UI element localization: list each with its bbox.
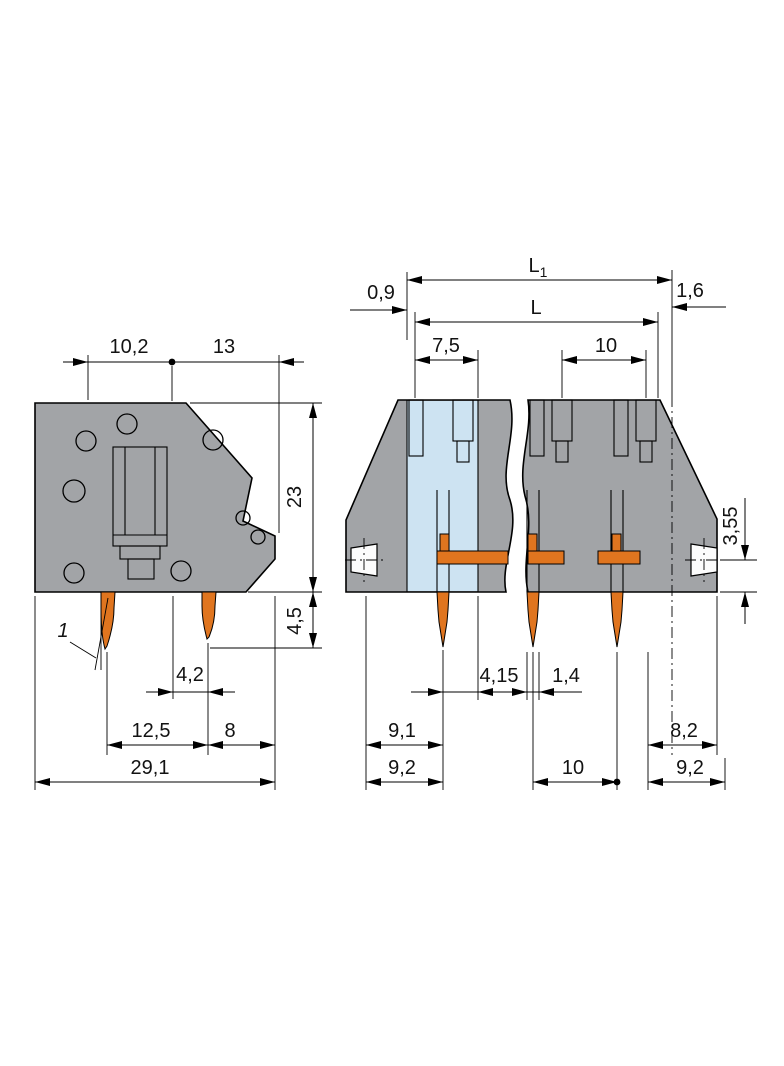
clamp-block [127, 558, 155, 580]
wire-entry [639, 440, 653, 463]
dim-label-13: 13 [213, 336, 235, 358]
dim-pin-length-4-5: 4,5 [210, 592, 322, 649]
dim-left-margin-0-9: 0,9 [350, 282, 407, 314]
dim-label-10-top: 10 [595, 335, 617, 357]
mounting-holes [62, 413, 266, 584]
dim-top-width: 10,2 13 [63, 336, 304, 533]
dim-label-9-2-right: 9,2 [676, 757, 704, 779]
front-left-details [345, 399, 509, 648]
hole [250, 529, 266, 545]
dim-L1: L1 [406, 255, 673, 396]
dim-label-3-55: 3,55 [720, 507, 742, 546]
dim-label-23: 23 [284, 486, 306, 508]
dim-right-margin-1-6: 1,6 [672, 280, 726, 311]
dim-pin-angle-1: 1 [57, 597, 109, 671]
hole [202, 429, 224, 451]
dim-9-1: 9,1 [365, 596, 443, 790]
dim-label-10-2: 10,2 [110, 336, 149, 358]
wire-entry [408, 399, 424, 457]
contact-stub [527, 533, 538, 552]
front-view: L1 L 0,9 1,6 7,5 10 [345, 255, 757, 790]
side-view: 10,2 13 23 4,5 1 4,2 [34, 336, 322, 790]
dim-pin-pitch-12-5: 12,5 [106, 652, 208, 755]
dim-pin-to-edge-4-15: 4,15 [411, 596, 521, 790]
wire-entry [456, 440, 470, 463]
solder-pin [610, 591, 624, 648]
solder-pin [100, 591, 116, 651]
leader-line [69, 641, 97, 659]
solder-pin [436, 591, 450, 648]
dim-edge-8: 8 [208, 596, 276, 790]
dim-contact-offset-4-2: 4,2 [146, 596, 235, 755]
contact-stub [439, 533, 450, 552]
wire-entry [613, 399, 629, 457]
dim-label-4-5: 4,5 [284, 607, 306, 635]
dim-9-2-left: 9,2 [366, 757, 443, 786]
dim-label-1-6: 1,6 [676, 280, 704, 302]
dim-8-2: 8,2 [647, 596, 718, 790]
dim-label-8: 8 [224, 720, 235, 742]
hole [63, 562, 85, 584]
hole [170, 560, 192, 582]
wire-entry [555, 440, 569, 463]
dim-9-2-right: 9,2 [648, 757, 726, 790]
dim-label-0-9: 0,9 [367, 282, 395, 304]
angle-reference-line [94, 597, 109, 671]
solder-pin [201, 591, 217, 640]
dim-label-1: 1 [57, 620, 68, 642]
dim-label-10-bottom: 10 [562, 757, 584, 779]
dim-label-12-5: 12,5 [132, 720, 171, 742]
solder-pin [526, 591, 540, 648]
dim-pole-width-7-5: 7,5 [415, 335, 479, 398]
dim-overall-29-1: 29,1 [34, 596, 275, 790]
hole [62, 479, 86, 503]
busbar [527, 550, 565, 565]
dim-test-port-3-55: 3,55 [720, 498, 757, 624]
busbar [597, 550, 641, 565]
dim-label-1-4: 1,4 [552, 665, 580, 687]
contact-stub [611, 533, 622, 552]
dim-pin-width-1-4: 1,4 [496, 652, 582, 700]
reference-dot [168, 358, 176, 366]
hole [116, 413, 138, 435]
front-right-details [526, 396, 723, 755]
dim-height-23: 23 [190, 402, 322, 593]
wire-entry [529, 399, 545, 457]
dim-label-29-1: 29,1 [131, 757, 170, 779]
dim-label-4-15: 4,15 [480, 665, 519, 687]
clamp-slot [112, 446, 168, 580]
dim-pitch-bottom-10: 10 [532, 652, 621, 790]
dim-pitch-top-10: 10 [561, 335, 647, 398]
dim-label-9-2-left: 9,2 [388, 757, 416, 779]
dim-label-7-5: 7,5 [432, 335, 460, 357]
reference-dot [613, 778, 621, 786]
dim-L: L [414, 297, 659, 398]
dim-label-L1: L1 [529, 255, 548, 280]
dim-label-9-1: 9,1 [388, 720, 416, 742]
dim-label-4-2: 4,2 [176, 664, 204, 686]
hole [75, 430, 97, 452]
dim-label-L: L [530, 297, 541, 319]
busbar [436, 550, 509, 565]
hole [235, 510, 251, 526]
dim-label-8-2: 8,2 [670, 720, 698, 742]
